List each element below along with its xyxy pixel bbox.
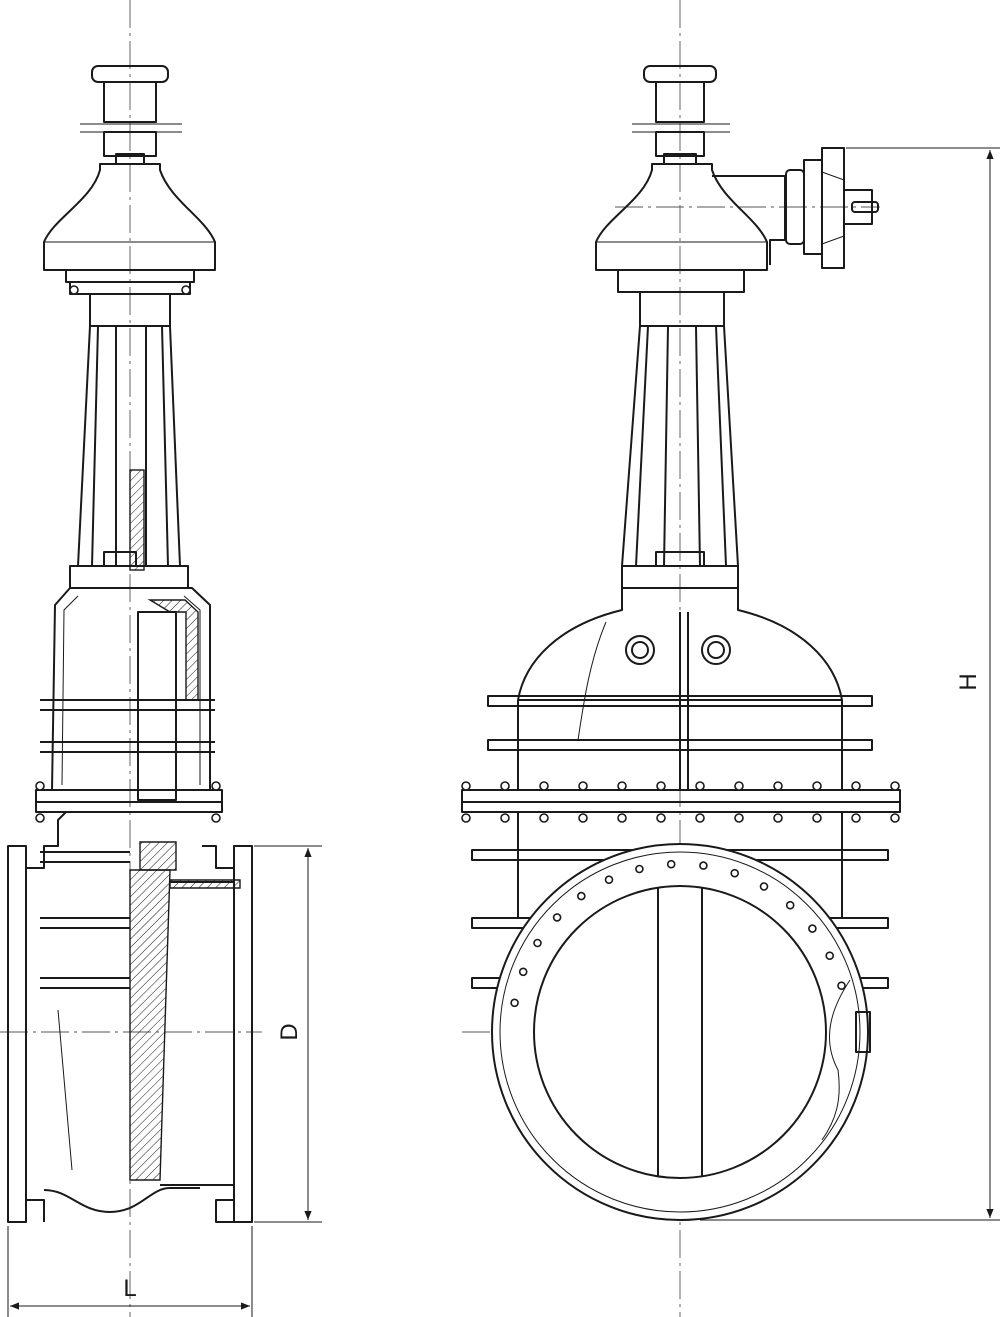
flange-bolt [500, 781, 510, 791]
flange-bolt [656, 781, 666, 791]
flange-bolt [734, 781, 744, 791]
flange-bolt [890, 781, 900, 791]
flange-bolt [734, 813, 744, 823]
front-view-bonnet-dome [487, 588, 873, 790]
body-flange-bolt [825, 951, 835, 961]
body-flange-bolt [533, 938, 542, 948]
body-flange-bolt [759, 882, 769, 891]
front-view-gear-housing [595, 163, 768, 327]
body-flange-bolt [730, 868, 740, 878]
flange-bolt [578, 781, 588, 791]
flange-bolt [461, 781, 471, 791]
side-view-valve-body [7, 811, 253, 1223]
dimension-l: L [7, 1226, 253, 1317]
body-flange-bolt [518, 967, 528, 977]
body-flange-bolt [666, 859, 676, 869]
side-view-bonnet [40, 587, 215, 801]
flange-bolt [773, 781, 783, 791]
flange-bolt [812, 781, 822, 791]
body-flange-bolt [635, 864, 644, 874]
body-flange-bolt [785, 900, 795, 910]
flange-bolt [851, 781, 861, 791]
flange-bolt [500, 813, 510, 823]
flange-bolt [617, 781, 627, 791]
side-view-body-flange [35, 781, 223, 823]
body-flange-bolt [808, 924, 817, 933]
side-view-gear-housing [43, 163, 216, 327]
flange-bolt [617, 813, 627, 823]
side-section-view: L D [0, 0, 322, 1317]
front-view-flange-joint [461, 781, 901, 823]
dimension-h-label: H [955, 673, 982, 690]
body-flange-bolt [604, 875, 614, 885]
flange-bolt [695, 781, 705, 791]
flange-bolt [890, 813, 900, 823]
flange-bolt [812, 813, 822, 823]
body-flange-bolt [552, 913, 562, 922]
front-view-valve-body [491, 843, 871, 1221]
front-elevation-view: H [461, 0, 1000, 1317]
dimension-d: D [254, 845, 322, 1223]
flange-bolt [773, 813, 783, 823]
flange-bolt [539, 781, 549, 791]
body-flange-bolt [510, 998, 519, 1008]
side-view-yoke [69, 325, 189, 589]
body-flange-bolt [837, 981, 846, 991]
flange-bolt [539, 813, 549, 823]
body-flange-bolt [699, 861, 708, 870]
side-gearbox-actuator [712, 147, 879, 269]
front-view-yoke [621, 325, 739, 589]
flange-bolt [695, 813, 705, 823]
side-view-stem-section [129, 469, 145, 571]
flange-bolt [851, 813, 861, 823]
body-flange-bolt [576, 891, 586, 901]
dimension-d-label: D [276, 1023, 303, 1040]
flange-bolt [578, 813, 588, 823]
front-view-cap [632, 65, 730, 165]
flange-bolt [656, 813, 666, 823]
dimension-l-label: L [123, 1275, 136, 1302]
flange-bolt [461, 813, 471, 823]
dimension-h: H [700, 147, 1000, 1221]
side-view-cap [80, 65, 182, 165]
